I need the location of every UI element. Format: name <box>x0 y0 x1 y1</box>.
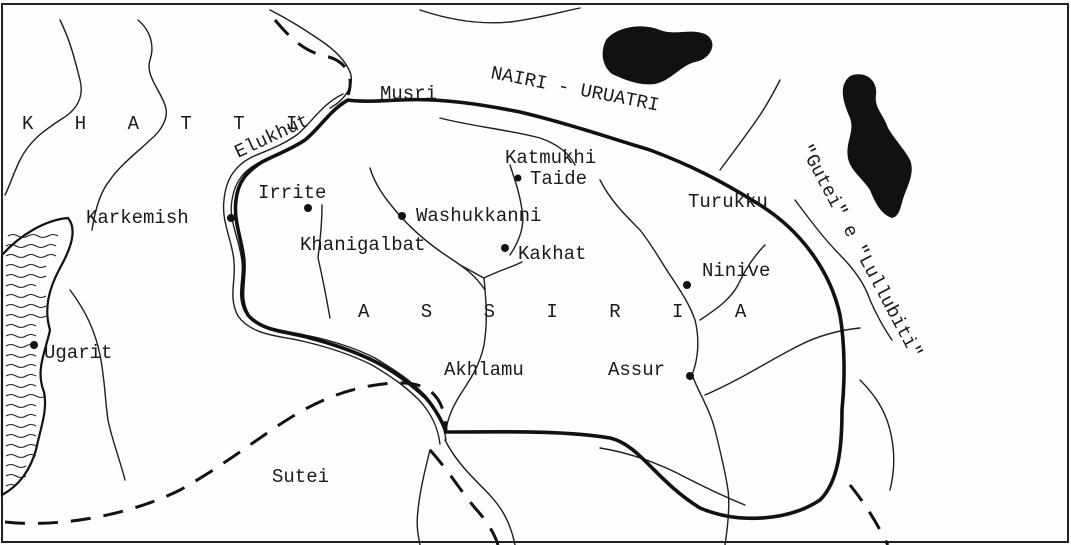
city-label-ninive: Ninive <box>702 260 770 282</box>
city-label-akhlamu: Akhlamu <box>444 359 524 381</box>
city-label-karkemish: Karkemish <box>86 207 189 229</box>
city-label-assur: Assur <box>608 359 665 381</box>
assyria-border <box>233 97 846 521</box>
city-label-washukkanni: Washukkanni <box>416 205 541 227</box>
city-label-ugarit: Ugarit <box>44 342 112 364</box>
rivers <box>4 7 895 545</box>
lake-urmia <box>842 74 912 219</box>
dashed-borders <box>4 19 890 545</box>
city-label-turukku: Turukku <box>688 191 768 213</box>
city-ninive: Ninive <box>683 260 770 289</box>
region-sutei: Sutei <box>272 466 329 488</box>
region-musri: Musri <box>380 83 437 105</box>
city-assur: Assur <box>608 359 694 381</box>
city-irrite: Irrite <box>258 182 326 212</box>
city-kakhat: Kakhat <box>501 243 586 265</box>
city-label-irrite: Irrite <box>258 182 326 204</box>
city-washukkanni: Washukkanni <box>398 205 541 227</box>
city-ugarit: Ugarit <box>30 341 112 364</box>
city-taide: Taide <box>514 168 587 190</box>
sea-area <box>0 216 74 497</box>
region-assiria: A S S I R I A <box>358 301 766 323</box>
city-label-khanigalbat: Khanigalbat <box>300 234 425 256</box>
lake-van <box>602 26 713 85</box>
city-label-kakhat: Kakhat <box>518 243 586 265</box>
region-khatti: K H A T T I <box>22 113 312 135</box>
city-label-katmukhi: Katmukhi <box>505 147 596 169</box>
city-karkemish: Karkemish <box>86 207 235 229</box>
city-label-taide: Taide <box>530 168 587 190</box>
